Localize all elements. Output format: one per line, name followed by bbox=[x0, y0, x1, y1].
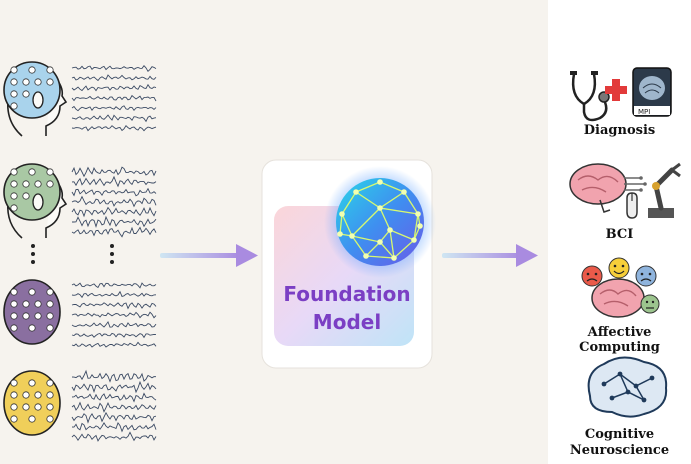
eeg-signal-group-3 bbox=[71, 282, 157, 348]
app-label-neuroscience: Neuroscience bbox=[569, 443, 670, 458]
eeg-trace bbox=[71, 369, 157, 383]
eeg-trace bbox=[71, 401, 157, 413]
eeg-trace bbox=[71, 282, 157, 289]
computer-mouse-icon bbox=[626, 192, 638, 219]
eeg-trace bbox=[71, 206, 157, 218]
eeg-trace bbox=[71, 175, 157, 188]
foundation-model-line1: Foundation bbox=[283, 282, 411, 306]
app-label-bci: BCI bbox=[605, 227, 634, 242]
app-label-affective-computing: Affective Computing bbox=[579, 325, 660, 355]
eeg-trace bbox=[71, 302, 157, 310]
foundation-model-title: Foundation Model bbox=[262, 280, 432, 336]
eeg-head-purple-icon bbox=[3, 279, 61, 345]
eeg-signal-group-1 bbox=[71, 64, 157, 132]
neutral-face-icon bbox=[640, 294, 660, 314]
affective-brain-icon bbox=[591, 278, 645, 318]
circuit-wires-icon bbox=[624, 176, 647, 192]
eeg-head-yellow-icon bbox=[3, 370, 61, 436]
cognitive-brain-network-icon bbox=[587, 356, 668, 418]
input-arrow bbox=[160, 244, 258, 267]
eeg-head-blue-icon bbox=[3, 61, 68, 137]
eeg-trace bbox=[71, 421, 157, 433]
output-arrow bbox=[442, 244, 538, 267]
eeg-trace bbox=[71, 431, 157, 442]
eeg-trace bbox=[71, 311, 157, 319]
angry-face-icon bbox=[581, 265, 603, 287]
eeg-trace bbox=[72, 215, 157, 228]
eeg-trace bbox=[71, 380, 157, 394]
neural-globe-icon bbox=[324, 166, 436, 278]
eeg-trace bbox=[71, 114, 157, 123]
eeg-trace bbox=[71, 74, 157, 82]
eeg-trace bbox=[71, 94, 157, 102]
app-label-cognitive: Cognitive bbox=[584, 427, 655, 442]
happy-face-icon bbox=[608, 257, 630, 279]
eeg-trace bbox=[71, 320, 157, 328]
sad-face-icon bbox=[635, 265, 657, 287]
ellipsis-dots-heads bbox=[31, 244, 35, 264]
eeg-trace bbox=[71, 290, 157, 299]
foundation-model-line2: Model bbox=[312, 310, 382, 334]
eeg-trace bbox=[71, 226, 157, 238]
robot-arm-icon bbox=[648, 162, 681, 218]
ellipsis-dots-signals bbox=[110, 244, 114, 264]
eeg-trace bbox=[71, 341, 157, 348]
eeg-trace bbox=[71, 64, 157, 73]
medical-cross-icon bbox=[605, 79, 627, 101]
eeg-trace bbox=[71, 105, 157, 112]
eeg-signal-group-4 bbox=[71, 369, 157, 442]
eeg-trace bbox=[71, 195, 157, 208]
eeg-trace bbox=[71, 411, 157, 424]
bci-brain-icon bbox=[569, 163, 627, 213]
eeg-trace bbox=[71, 124, 157, 132]
eeg-trace bbox=[71, 392, 157, 403]
mri-scan-icon: MPI bbox=[632, 67, 672, 117]
eeg-signal-group-2 bbox=[71, 166, 157, 238]
eeg-head-green-icon bbox=[3, 163, 68, 239]
eeg-trace bbox=[71, 332, 157, 339]
eeg-trace bbox=[71, 166, 157, 178]
eeg-trace bbox=[71, 187, 157, 197]
app-label-diagnosis: Diagnosis bbox=[583, 123, 656, 138]
stethoscope-icon bbox=[570, 71, 610, 122]
mri-tag: MPI bbox=[638, 108, 650, 116]
eeg-trace bbox=[71, 83, 157, 92]
